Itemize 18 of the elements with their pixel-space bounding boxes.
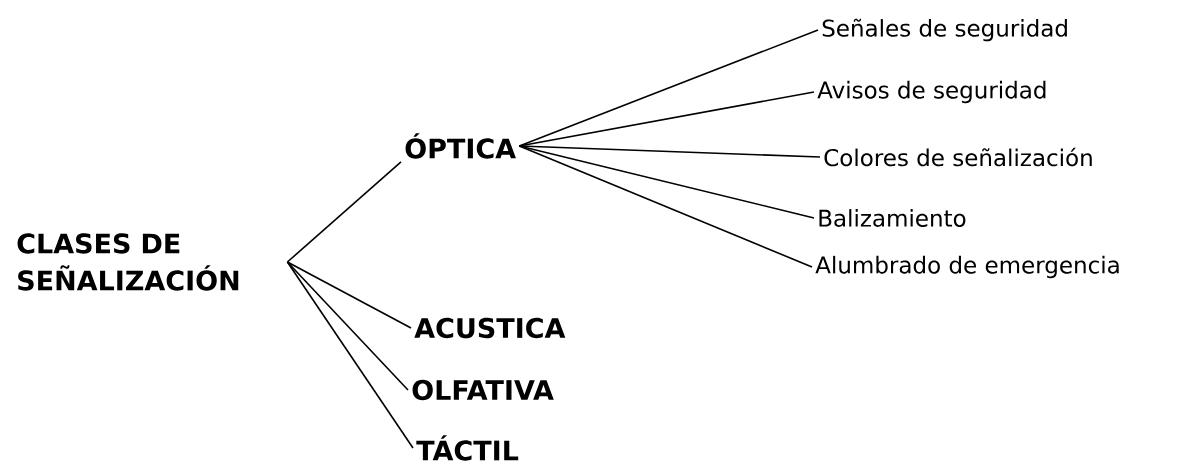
connector-line	[286, 161, 402, 263]
heading-label: CLASES DE SEÑALIZACIÓN	[17, 233, 239, 291]
item-label: Alumbrado de emergencia	[815, 255, 1119, 279]
category-label: ACUSTICA	[414, 317, 566, 339]
item-label: Señales de seguridad	[822, 18, 1067, 42]
connector-line	[286, 261, 412, 329]
item-label: Balizamiento	[819, 209, 966, 227]
connector-line	[518, 145, 821, 158]
category-label: OLFATIVA	[412, 379, 554, 401]
category-label: ÓPTICA	[405, 133, 516, 159]
category-label: TÁCTIL	[416, 435, 519, 461]
connector-line	[286, 261, 414, 449]
connector-line	[518, 145, 813, 268]
connector-line	[286, 261, 409, 391]
connector-line	[518, 145, 815, 219]
connector-line	[518, 29, 819, 147]
item-label: Colores de señalización	[824, 147, 1092, 167]
item-label: Avisos de seguridad	[817, 80, 1046, 104]
